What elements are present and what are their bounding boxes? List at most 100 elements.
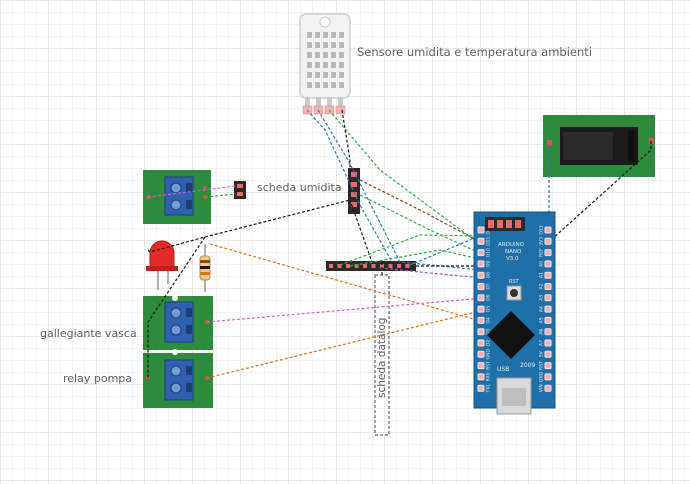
- arduino-pin-label: D8: [486, 272, 492, 278]
- sensor-vent: [323, 82, 328, 88]
- wire-power-black: [550, 141, 652, 241]
- arduino-version: V3.0: [506, 256, 519, 262]
- arduino-pin-label: D11: [486, 237, 492, 246]
- wire-sensor-blue-1: [306, 109, 393, 263]
- wire-green-2: [359, 194, 485, 256]
- arduino-pin-label: A7: [539, 340, 545, 346]
- arduino-pin-d3[interactable]: [477, 328, 485, 336]
- arduino-pin-label: A3: [539, 295, 545, 301]
- float-switch-label: gallegiante vasca: [40, 327, 137, 340]
- resistor[interactable]: [199, 244, 211, 292]
- sensor-vent: [331, 42, 336, 48]
- arduino-pin-label: D5: [486, 306, 492, 312]
- arduino-pin-label: GND: [486, 349, 492, 360]
- arduino-pin-d9[interactable]: [477, 260, 485, 268]
- humidity-header: [234, 181, 246, 199]
- sensor-vent: [331, 32, 336, 38]
- wires: [147, 109, 652, 380]
- sensor-vent: [339, 82, 344, 88]
- arduino-pin-d12[interactable]: [477, 226, 485, 234]
- arduino-pin-3v3[interactable]: [544, 237, 552, 245]
- arduino-pin-a2[interactable]: [544, 283, 552, 290]
- arduino-pin-rst[interactable]: [544, 362, 552, 370]
- header-pin: [337, 264, 342, 268]
- arduino-pin-tx1[interactable]: [477, 384, 485, 392]
- arduino-pin-d8[interactable]: [477, 271, 485, 279]
- sensor-vent: [307, 32, 312, 38]
- wire-orange-res: [209, 243, 485, 323]
- dht-sensor[interactable]: [299, 13, 351, 115]
- arduino-pin-label: D6: [486, 294, 492, 300]
- wire-sensor-black: [341, 109, 373, 263]
- arduino-pin-d2[interactable]: [477, 339, 485, 347]
- arduino-pin-d5[interactable]: [477, 305, 485, 313]
- arduino-pin-label: VIN: [539, 384, 545, 392]
- arduino-pin-gnd[interactable]: [544, 373, 552, 381]
- arduino-nano[interactable]: D12D11D10D9D8D7D6D5D4D3D2GNDRSTRX0TX1 D1…: [473, 211, 556, 415]
- header-pin: [346, 264, 350, 268]
- arduino-pin-label: RST: [486, 361, 492, 370]
- sensor-vent: [331, 52, 336, 58]
- arduino-pin-d7[interactable]: [477, 283, 485, 290]
- header-pin: [388, 264, 393, 268]
- sensor-vent: [307, 62, 312, 68]
- arduino-pin-label: D7: [486, 283, 492, 289]
- arduino-pin-5v[interactable]: [544, 350, 552, 358]
- sensor-vent: [323, 42, 328, 48]
- arduino-pin-rx0[interactable]: [477, 373, 485, 381]
- arduino-pin-rst[interactable]: [477, 362, 485, 370]
- header-pin: [329, 264, 333, 268]
- arduino-pin-a7[interactable]: [544, 339, 552, 347]
- wire-relay-orange: [206, 309, 485, 379]
- arduino-pin-label: D3: [486, 328, 492, 334]
- header-pin: [371, 264, 376, 268]
- sensor-label: Sensore umidita e temperatura ambienti: [357, 45, 592, 59]
- arduino-pin-a5[interactable]: [544, 316, 552, 324]
- arduino-pin-label: D2: [486, 340, 492, 346]
- arduino-pin-a6[interactable]: [544, 328, 552, 336]
- humidity-terminal-board[interactable]: [143, 170, 211, 224]
- arduino-pin-d6[interactable]: [477, 294, 485, 302]
- sensor-vent: [315, 62, 320, 68]
- arduino-pin-label: D10: [486, 248, 492, 257]
- power-jack-board[interactable]: [543, 115, 655, 177]
- sensor-vent: [323, 62, 328, 68]
- sensor-vent: [323, 52, 328, 58]
- humidity-board-label: scheda umidita: [257, 181, 342, 194]
- arduino-pin-d4[interactable]: [477, 316, 485, 324]
- float-switch-board[interactable]: [143, 295, 213, 350]
- arduino-pin-vin[interactable]: [544, 384, 552, 392]
- arduino-pin-label: 3V3: [539, 237, 545, 246]
- arduino-pin-gnd[interactable]: [477, 350, 485, 358]
- arduino-pin-d10[interactable]: [477, 249, 485, 257]
- sensor-vent: [331, 82, 336, 88]
- arduino-pin-label: TX1: [486, 384, 492, 394]
- relay-board[interactable]: [143, 349, 213, 408]
- arduino-pin-d11[interactable]: [477, 237, 485, 245]
- arduino-pin-a3[interactable]: [544, 294, 552, 302]
- header-pin: [380, 264, 384, 268]
- header-pin: [397, 264, 401, 268]
- sensor-vent: [323, 32, 328, 38]
- wire-black-ground: [147, 236, 206, 380]
- arduino-pin-ref[interactable]: [544, 249, 552, 257]
- arduino-brand: ARDUINO: [498, 242, 524, 248]
- sensor-vent: [315, 72, 320, 78]
- arduino-usb: USB: [497, 366, 510, 373]
- datalog-label: scheda datalog: [376, 317, 388, 398]
- arduino-pin-label: GND: [539, 371, 545, 382]
- wire-blue-3: [409, 231, 485, 266]
- wire-sensor-blue-2: [317, 109, 481, 271]
- arduino-pin-label: A4: [539, 306, 545, 312]
- arduino-pin-label: D9: [486, 261, 492, 267]
- sensor-vent: [307, 72, 312, 78]
- arduino-pin-a4[interactable]: [544, 305, 552, 313]
- arduino-pin-a1[interactable]: [544, 271, 552, 279]
- arduino-pin-label: REF: [539, 248, 545, 257]
- arduino-pin-d13[interactable]: [544, 226, 552, 234]
- arduino-pin-label: RST: [539, 361, 545, 370]
- arduino-pin-a0[interactable]: [544, 260, 552, 268]
- sensor-vent: [339, 32, 344, 38]
- wire-black-led: [147, 199, 351, 253]
